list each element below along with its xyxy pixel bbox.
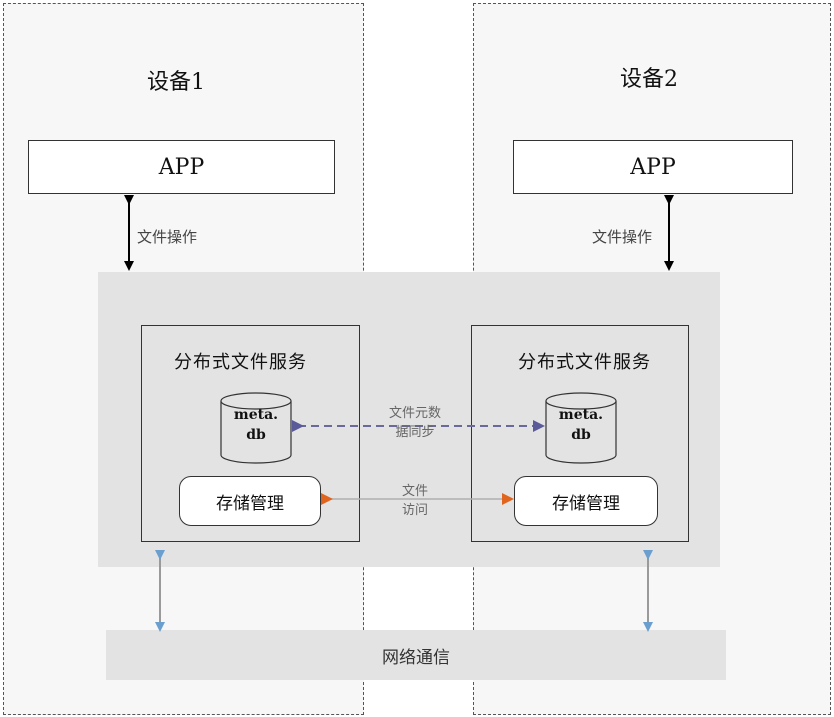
device-2-db-cylinder xyxy=(545,392,617,464)
device-1-service-title: 分布式文件服务 xyxy=(174,352,307,373)
network-band: 网络通信 xyxy=(106,630,726,680)
device-1-title: 设备1 xyxy=(147,70,205,95)
storage-label: 存储管理 xyxy=(216,493,284,514)
network-label: 网络通信 xyxy=(382,647,450,668)
db-label-line-2: db xyxy=(571,427,591,443)
app-label: APP xyxy=(630,154,676,180)
file-access-line-1: 文件 xyxy=(401,484,428,499)
storage-label: 存储管理 xyxy=(552,493,620,514)
device-1-app-box: APP xyxy=(28,140,335,194)
metadata-sync-label: 文件元数 据同步 xyxy=(370,404,460,442)
device-1-db-cylinder xyxy=(220,392,292,464)
device-2-service-title: 分布式文件服务 xyxy=(518,352,651,373)
device-2-file-op-label: 文件操作 xyxy=(592,228,653,246)
device-1-db-label: meta. db xyxy=(221,405,291,445)
db-label-line-1: meta. xyxy=(233,407,279,423)
device-1-storage-box: 存储管理 xyxy=(179,476,321,526)
metadata-sync-line-1: 文件元数 xyxy=(388,406,441,421)
file-access-line-2: 访问 xyxy=(401,503,428,518)
db-label-line-1: meta. xyxy=(558,407,604,423)
file-access-label: 文件 访问 xyxy=(385,482,445,520)
app-label: APP xyxy=(158,154,205,180)
metadata-sync-line-2: 据同步 xyxy=(395,425,435,440)
device-1-file-op-label: 文件操作 xyxy=(137,228,198,246)
device-2-app-box: APP xyxy=(513,140,793,194)
device-2-storage-box: 存储管理 xyxy=(514,476,658,526)
device-2-db-label: meta. db xyxy=(546,405,616,445)
db-label-line-2: db xyxy=(246,427,266,443)
device-2-title: 设备2 xyxy=(620,67,678,92)
